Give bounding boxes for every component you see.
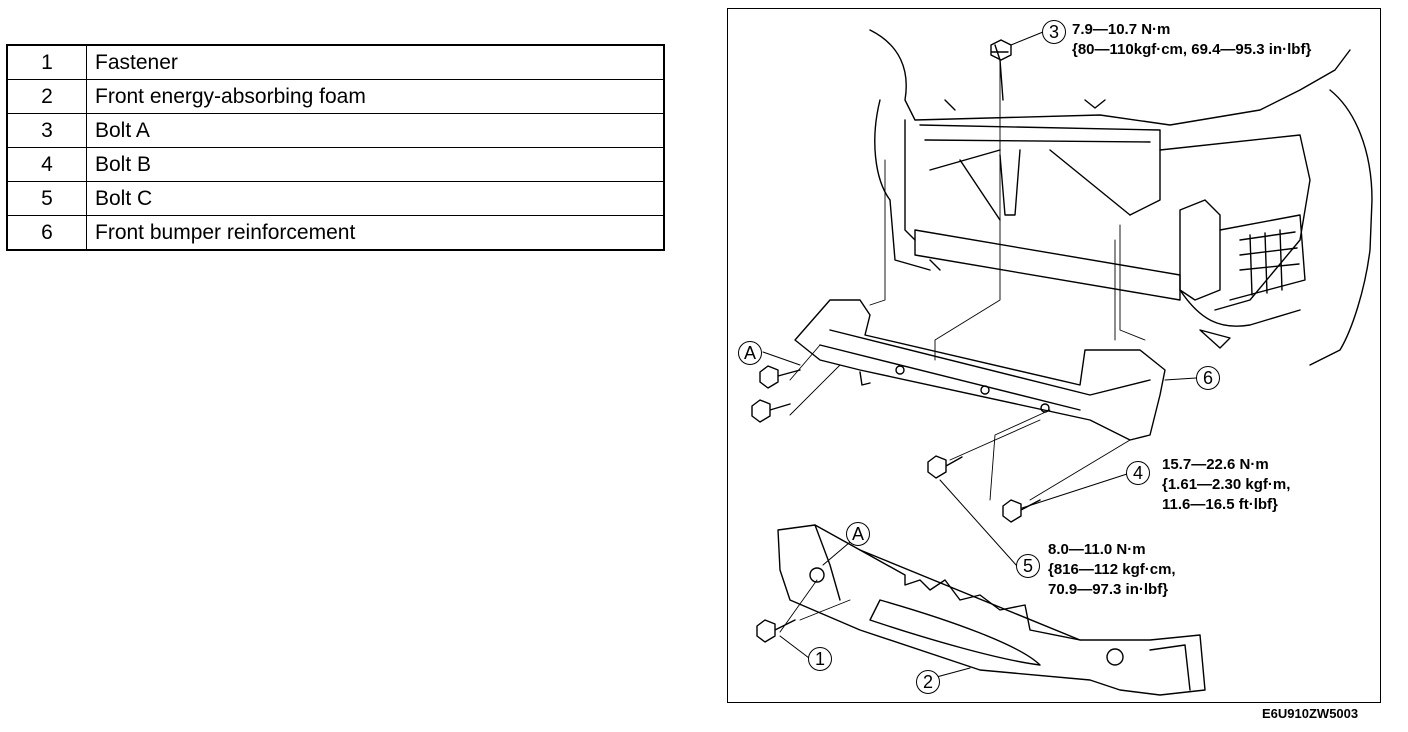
callout-2: 2 xyxy=(916,670,940,694)
torque-line: {816—112 kgf·cm, xyxy=(1048,561,1176,578)
legend-row: 1 Fastener xyxy=(6,44,665,80)
torque-spec-bolt-a: 7.9—10.7 N·m {80—110kgf·cm, 69.4—95.3 in… xyxy=(1072,20,1311,60)
legend-number: 5 xyxy=(6,181,87,216)
vehicle-body-front-icon xyxy=(869,29,1373,366)
front-energy-absorbing-foam-icon xyxy=(777,524,1206,696)
callout-a-bottom: A xyxy=(846,522,870,546)
legend-part-name: Bolt A xyxy=(86,113,665,148)
callout-a-top: A xyxy=(738,341,762,365)
parts-legend-table: 1 Fastener 2 Front energy-absorbing foam… xyxy=(6,44,665,251)
legend-part-name: Front bumper reinforcement xyxy=(86,215,665,251)
bolt-c-left-lower-icon xyxy=(751,399,791,423)
figure-code: E6U910ZW5003 xyxy=(1262,706,1359,721)
torque-line: 8.0—11.0 N·m xyxy=(1048,541,1146,558)
torque-line: 7.9—10.7 N·m xyxy=(1072,21,1171,38)
torque-line: {80—110kgf·cm, 69.4—95.3 in·lbf} xyxy=(1072,41,1312,58)
exploded-diagram-frame xyxy=(727,8,1381,703)
bolt-a-icon xyxy=(990,39,1012,101)
callout-5: 5 xyxy=(1016,554,1040,578)
legend-part-name: Fastener xyxy=(86,44,665,80)
callout-1: 1 xyxy=(808,647,832,671)
legend-part-name: Bolt C xyxy=(86,181,665,216)
legend-row: 3 Bolt A xyxy=(6,113,665,148)
torque-line: 11.6—16.5 ft·lbf} xyxy=(1162,496,1278,513)
legend-row: 6 Front bumper reinforcement xyxy=(6,215,665,251)
torque-spec-bolt-c: 8.0—11.0 N·m {816—112 kgf·cm, 70.9—97.3 … xyxy=(1048,540,1176,600)
legend-number: 6 xyxy=(6,215,87,251)
callout-4: 4 xyxy=(1126,461,1150,485)
torque-line: 70.9—97.3 in·lbf} xyxy=(1048,581,1169,598)
torque-line: {1.61—2.30 kgf·m, xyxy=(1162,476,1291,493)
legend-row: 5 Bolt C xyxy=(6,181,665,216)
callout-6: 6 xyxy=(1196,366,1220,390)
front-bumper-reinforcement-icon xyxy=(794,299,1166,441)
legend-number: 3 xyxy=(6,113,87,148)
bolt-b-icon xyxy=(1002,499,1041,523)
torque-spec-bolt-b: 15.7—22.6 N·m {1.61—2.30 kgf·m, 11.6—16.… xyxy=(1162,455,1290,515)
callout-3: 3 xyxy=(1042,20,1066,44)
legend-number: 4 xyxy=(6,147,87,182)
bolt-c-icon xyxy=(927,455,963,479)
torque-line: 15.7—22.6 N·m xyxy=(1162,456,1269,473)
bolt-c-left-upper-icon xyxy=(759,365,801,389)
fastener-icon xyxy=(756,619,796,643)
